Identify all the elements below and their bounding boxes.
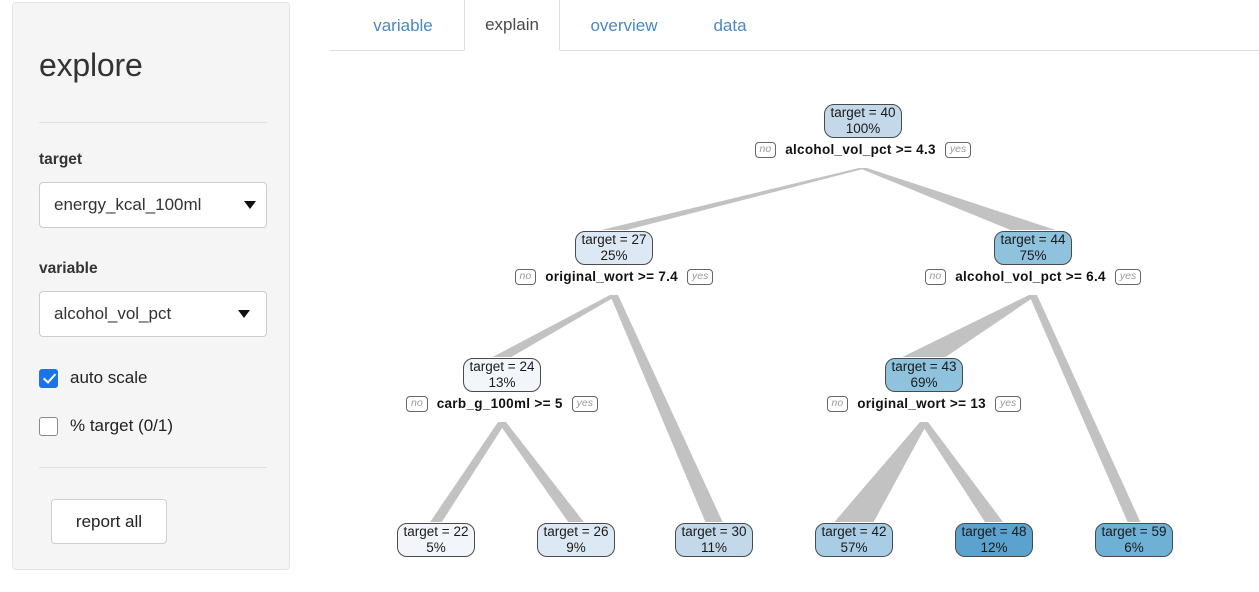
- tree-link: [492, 295, 618, 357]
- target-select-value: energy_kcal_100ml: [54, 195, 202, 214]
- tree-node-percent: 100%: [845, 121, 881, 136]
- variable-select-value: alcohol_vol_pct: [54, 304, 172, 323]
- tab-explain[interactable]: explain: [464, 0, 560, 51]
- tree-split-rule: no original_wort >= 13 yes: [826, 396, 1022, 412]
- split-yes-badge: yes: [1114, 269, 1142, 285]
- pct-target-label: % target (0/1): [70, 416, 173, 435]
- tree-node-percent: 9%: [566, 540, 586, 555]
- pct-target-checkbox-row[interactable]: % target (0/1): [39, 416, 173, 436]
- tree-node-value: target = 48: [961, 524, 1027, 540]
- tree-link: [601, 168, 867, 230]
- report-all-button[interactable]: report all: [51, 499, 167, 544]
- split-no-badge: no: [826, 396, 849, 412]
- tree-node-percent: 11%: [700, 540, 728, 555]
- tree-node-value: target = 26: [543, 524, 609, 540]
- tree-split-rule: no original_wort >= 7.4 yes: [514, 269, 714, 285]
- chevron-down-icon: [238, 310, 250, 318]
- tab-variable[interactable]: variable: [373, 15, 433, 35]
- split-condition-text: alcohol_vol_pct >= 4.3: [785, 142, 936, 158]
- split-yes-badge: yes: [571, 396, 598, 412]
- tree-link: [610, 295, 723, 522]
- pct-target-checkbox[interactable]: [39, 416, 58, 436]
- tree-link: [859, 168, 1056, 230]
- split-condition-text: carb_g_100ml >= 5: [436, 396, 563, 412]
- split-no-badge: no: [514, 269, 537, 285]
- tree-node-percent: 75%: [1019, 248, 1047, 263]
- tree-link: [498, 422, 584, 522]
- split-no-badge: no: [406, 396, 428, 412]
- tree-split-rule: no carb_g_100ml >= 5 yes: [406, 396, 598, 412]
- page-title: explore: [39, 47, 143, 83]
- tree-link: [430, 422, 506, 522]
- tree-link: [834, 422, 928, 522]
- tree-split-rule: no alcohol_vol_pct >= 4.3 yes: [754, 142, 972, 158]
- tab-overview[interactable]: overview: [590, 15, 658, 35]
- target-label: target: [39, 151, 83, 168]
- divider-top: [39, 122, 267, 123]
- tab-bar-underline: [330, 50, 1259, 51]
- variable-select[interactable]: alcohol_vol_pct: [39, 291, 267, 337]
- tree-node-value: target = 24: [469, 359, 535, 375]
- split-yes-badge: yes: [686, 269, 714, 285]
- tree-link: [920, 422, 1004, 522]
- divider-bottom: [39, 467, 267, 468]
- auto-scale-checkbox-row[interactable]: auto scale: [39, 368, 148, 388]
- variable-label: variable: [39, 260, 98, 277]
- tree-node-value: target = 59: [1101, 524, 1167, 540]
- tree-node-value: target = 43: [891, 359, 957, 375]
- split-condition-text: alcohol_vol_pct >= 6.4: [955, 269, 1106, 285]
- tree-node-percent: 13%: [488, 375, 516, 390]
- tab-bar: variable explain overview data: [330, 0, 1259, 51]
- tab-data[interactable]: data: [713, 15, 747, 35]
- split-yes-badge: yes: [944, 142, 972, 158]
- auto-scale-label: auto scale: [70, 368, 148, 387]
- sidebar-panel: explore target energy_kcal_100ml variabl…: [12, 2, 290, 570]
- tree-node-value: target = 40: [830, 105, 896, 121]
- tree-node-percent: 12%: [980, 540, 1008, 555]
- tree-links-layer: [430, 168, 1141, 522]
- chevron-down-icon: [244, 201, 256, 209]
- tree-split-rule: no alcohol_vol_pct >= 6.4 yes: [924, 269, 1142, 285]
- split-no-badge: no: [754, 142, 777, 158]
- tree-link: [902, 295, 1037, 357]
- tree-link: [1029, 295, 1141, 522]
- split-condition-text: original_wort >= 13: [857, 396, 986, 412]
- tree-node-percent: 69%: [910, 375, 938, 390]
- tree-node-percent: 25%: [600, 248, 628, 263]
- tree-node-value: target = 22: [403, 524, 469, 540]
- tree-node-percent: 5%: [426, 540, 446, 555]
- split-condition-text: original_wort >= 7.4: [545, 269, 678, 285]
- auto-scale-checkbox[interactable]: [39, 368, 58, 388]
- tree-node-value: target = 44: [1000, 232, 1066, 248]
- target-select[interactable]: energy_kcal_100ml: [39, 182, 267, 228]
- tree-node-value: target = 42: [821, 524, 887, 540]
- split-no-badge: no: [924, 269, 947, 285]
- tree-node-percent: 6%: [1124, 540, 1144, 555]
- tree-node-value: target = 30: [681, 524, 747, 540]
- tree-node-value: target = 27: [581, 232, 647, 248]
- tree-node-percent: 57%: [840, 540, 868, 555]
- split-yes-badge: yes: [994, 396, 1022, 412]
